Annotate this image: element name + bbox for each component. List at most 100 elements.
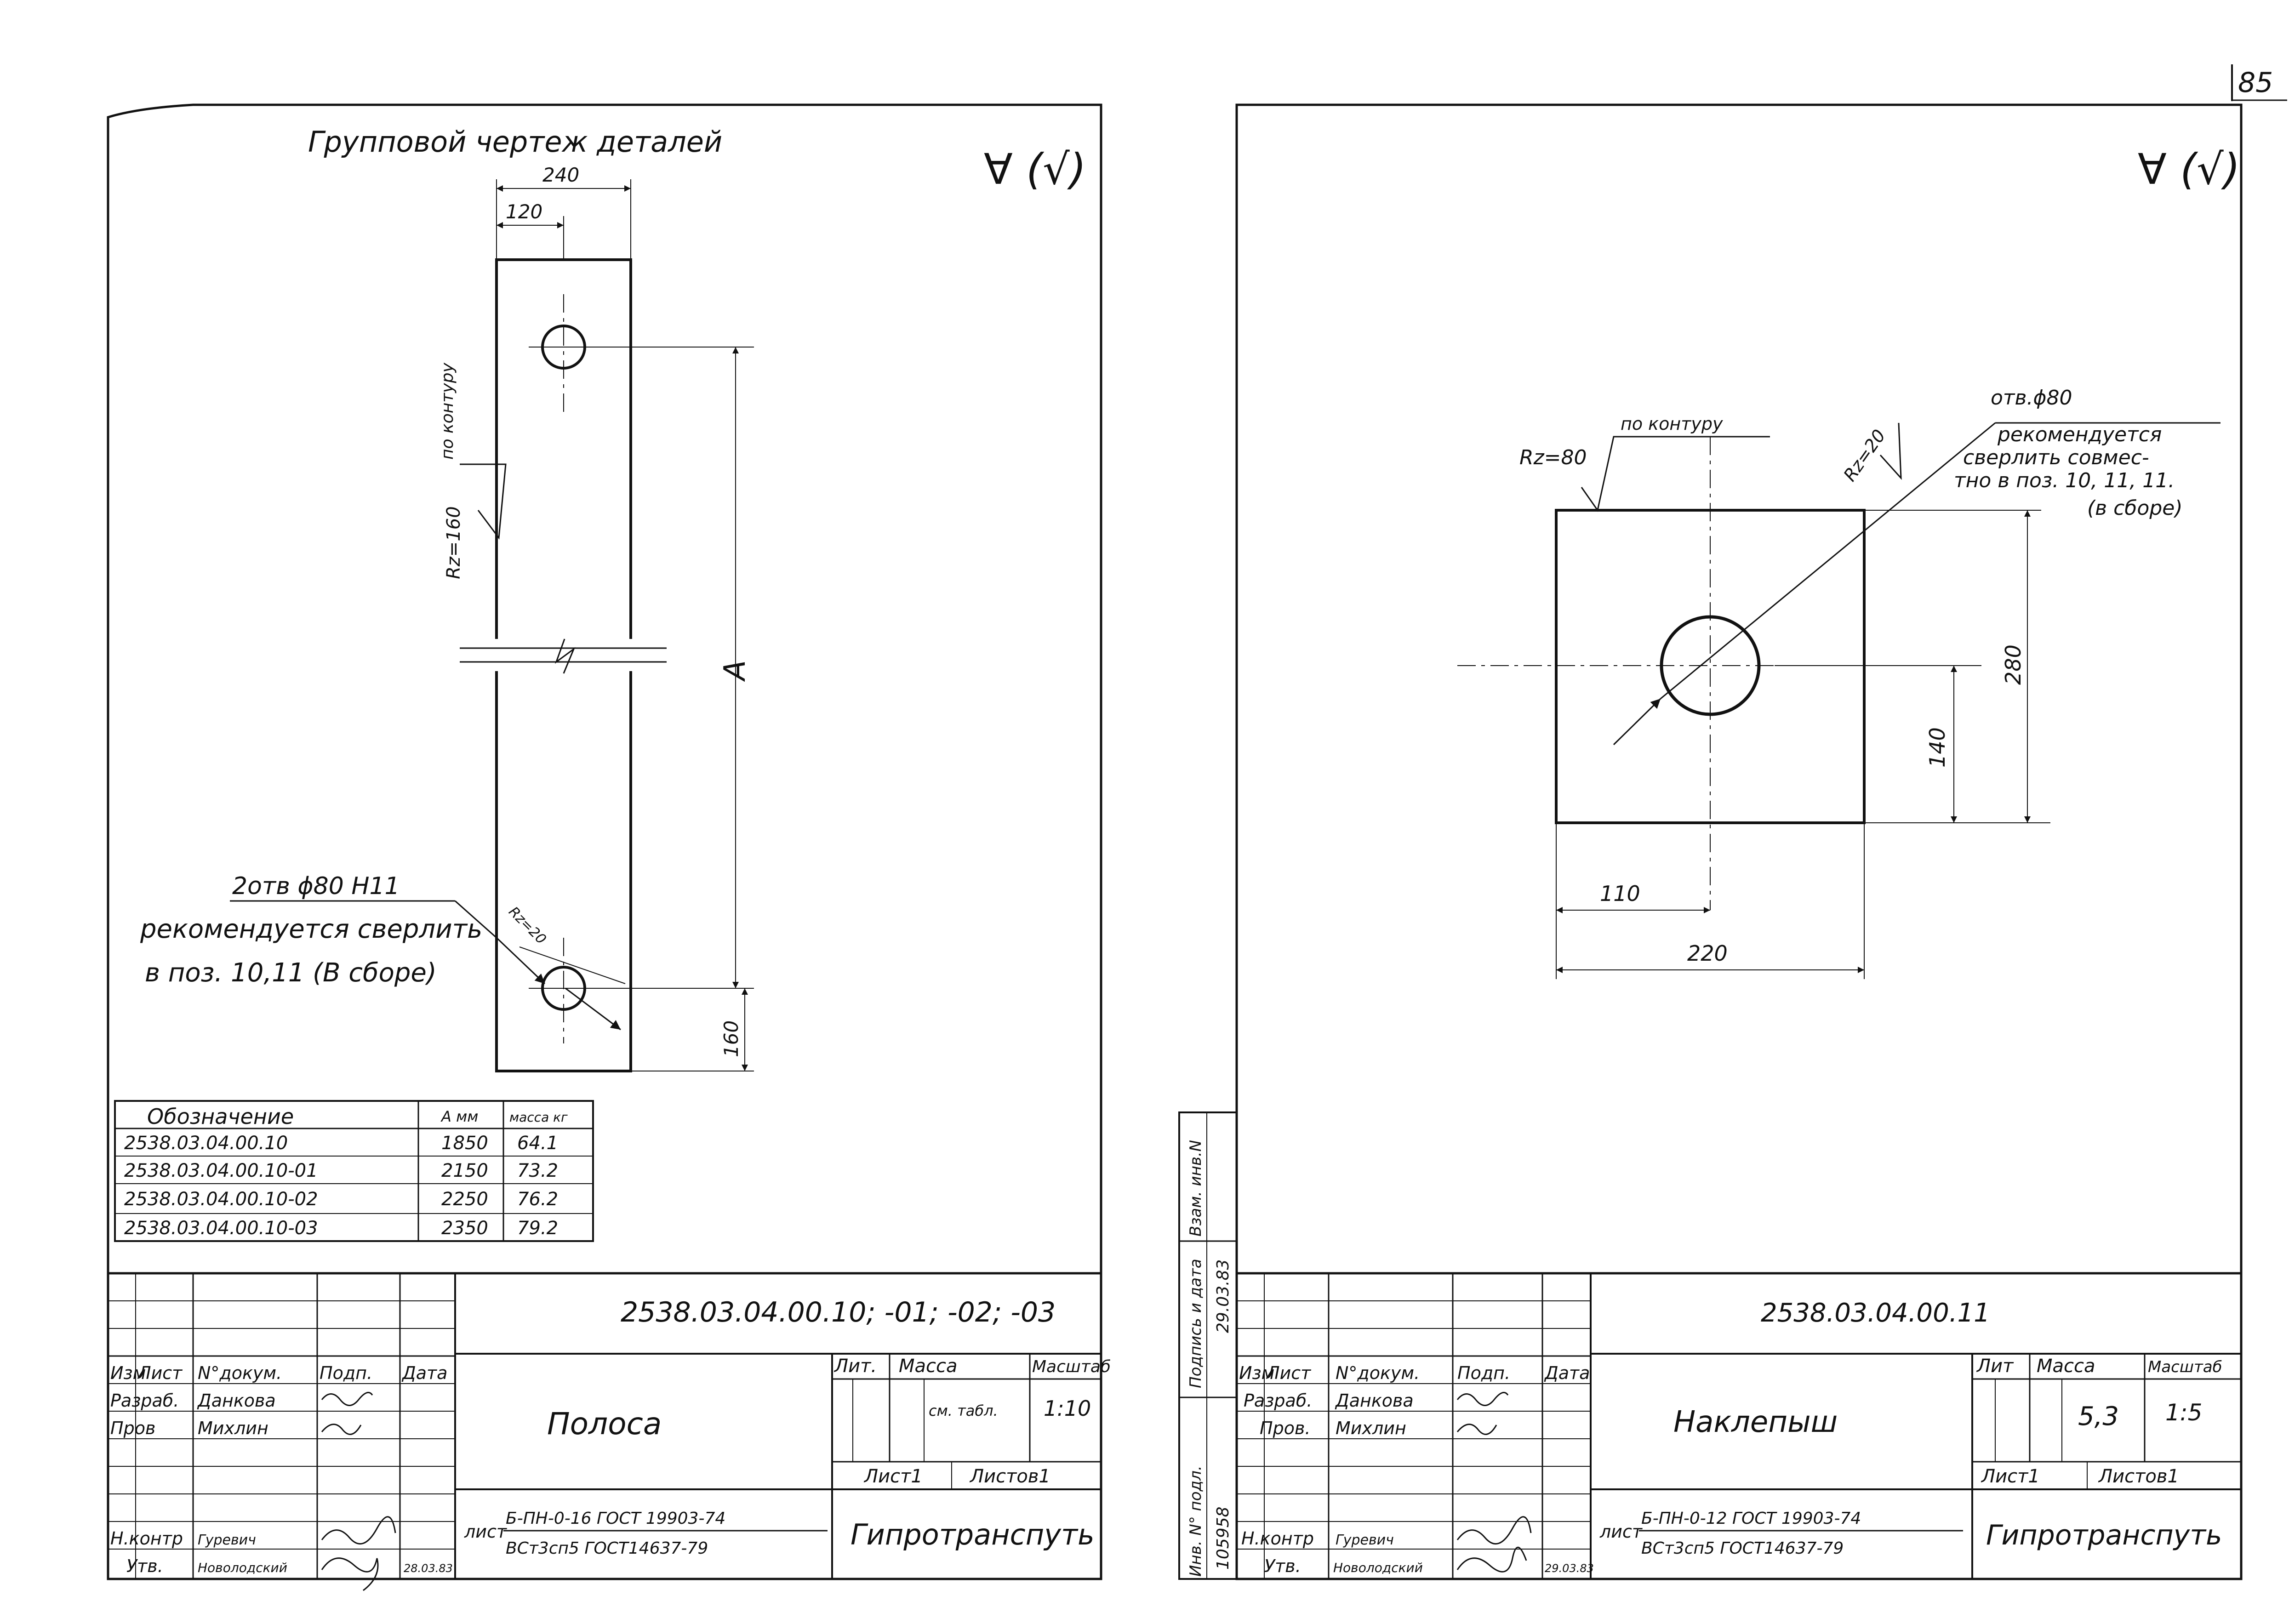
svg-text:76.2: 76.2 xyxy=(517,1189,558,1210)
hole-note-2: рекомендуется xyxy=(1997,423,2162,446)
surface-finish-mark: ∀ (√) xyxy=(2138,145,2240,194)
mass-value: см. табл. xyxy=(929,1402,998,1419)
signature-checker xyxy=(1456,1424,1497,1435)
checked-name: Михлин xyxy=(1336,1418,1406,1438)
svg-text:2538.03.04.00.10: 2538.03.04.00.10 xyxy=(124,1133,288,1154)
col-doc: N°докум. xyxy=(1336,1363,1420,1383)
variants-table: Обозначение A мм масса кг 2538.03.04.00.… xyxy=(114,1100,594,1242)
organization-name: Гипротранспуть xyxy=(851,1518,1095,1551)
svg-text:2538.03.04.00.10-01: 2538.03.04.00.10-01 xyxy=(124,1160,318,1181)
signature-norm xyxy=(321,1516,396,1545)
developed-label: Разраб. xyxy=(1244,1390,1312,1411)
svg-text:73.2: 73.2 xyxy=(517,1160,558,1181)
col-list: Лист xyxy=(137,1363,183,1383)
table-header-mass: масса кг xyxy=(509,1110,568,1125)
surface-finish-mark: ∀ (√) xyxy=(984,145,1086,194)
contour-roughness: Rz=80 xyxy=(1519,446,1587,469)
stamp-sign-date: 29.03.83 xyxy=(1214,1259,1233,1333)
material-top: Б-ПН-0-12 ГОСТ 19903-74 xyxy=(1641,1509,1861,1528)
col-izm: Изм xyxy=(1239,1363,1274,1383)
sheets-label: Листов1 xyxy=(2098,1466,2179,1487)
developed-label: Разраб. xyxy=(110,1390,179,1411)
approved-name: Новолодский xyxy=(198,1560,287,1575)
approved-label: Утв. xyxy=(1264,1556,1301,1576)
signature-developer xyxy=(321,1391,373,1406)
checked-label: Пров xyxy=(110,1418,155,1438)
svg-text:2538.03.04.00.10-02: 2538.03.04.00.10-02 xyxy=(124,1189,318,1210)
checked-label: Пров. xyxy=(1260,1418,1310,1438)
svg-text:2538.03.04.00.10-03: 2538.03.04.00.10-03 xyxy=(124,1218,318,1239)
material-prefix: лист xyxy=(1599,1521,1643,1542)
hole-note-2: рекомендуется сверлить xyxy=(140,914,482,944)
col-date: Дата xyxy=(401,1363,447,1383)
dim-length-a: A xyxy=(718,660,752,682)
part-name: Наклепыш xyxy=(1673,1405,1838,1439)
mass-value: 5,3 xyxy=(2078,1402,2119,1431)
col-doc: N°докум. xyxy=(198,1363,282,1383)
mass-label: Масса xyxy=(899,1356,958,1377)
material-prefix: лист xyxy=(464,1521,508,1542)
svg-text:64.1: 64.1 xyxy=(517,1133,558,1154)
dim-bottom: 160 xyxy=(720,1020,742,1057)
approved-date: 28.03.83 xyxy=(404,1562,453,1575)
title-block-right: 2538.03.04.00.11 Наклепыш Изм Лист N°док… xyxy=(1235,1272,2243,1580)
dim-width: 220 xyxy=(1687,941,1728,966)
table-row: 2538.03.04.00.10-03 2350 79.2 xyxy=(124,1218,558,1239)
lit-label: Лит xyxy=(1976,1356,2014,1377)
material-top: Б-ПН-0-16 ГОСТ 19903-74 xyxy=(506,1509,725,1528)
stamp-replace-label: Взам. инв.N xyxy=(1187,1140,1205,1237)
signature-checker xyxy=(321,1424,362,1435)
title-block-left: 2538.03.04.00.10; -01; -02; -03 Полоса И… xyxy=(107,1272,1111,1591)
norm-name: Гуревич xyxy=(198,1532,256,1548)
material-bottom: ВСт3сп5 ГОСТ14637-79 xyxy=(1641,1539,1844,1558)
roughness-contour: Rz=160 xyxy=(443,506,464,579)
sheet-label: Лист1 xyxy=(1981,1466,2040,1487)
col-sign: Подп. xyxy=(320,1363,372,1383)
hole-note-1: 2отв ϕ80 Н11 xyxy=(232,872,400,900)
table-row: 2538.03.04.00.10-01 2150 73.2 xyxy=(124,1160,558,1181)
col-date: Дата xyxy=(1544,1363,1590,1383)
svg-text:79.2: 79.2 xyxy=(517,1218,558,1239)
table-row: 2538.03.04.00.10-02 2250 76.2 xyxy=(124,1189,558,1210)
norm-name: Гуревич xyxy=(1336,1532,1394,1548)
signature-approver xyxy=(321,1557,379,1591)
drawing-title: Групповой чертеж деталей xyxy=(308,125,722,159)
stamp-inv-label: Инв. N° подл. xyxy=(1187,1465,1205,1577)
hole-note-1: отв.ϕ80 xyxy=(1991,386,2072,410)
scale-value: 1:10 xyxy=(1044,1396,1091,1421)
scale-label: Масштаб xyxy=(2148,1358,2222,1376)
dim-width: 240 xyxy=(542,164,579,186)
sheet-left-frame xyxy=(107,103,1102,1580)
stamp-inv-number: 105958 xyxy=(1214,1507,1233,1570)
developed-name: Данкова xyxy=(1335,1390,1414,1411)
lit-label: Лит. xyxy=(833,1356,877,1377)
mass-label: Масса xyxy=(2037,1356,2095,1377)
svg-text:1850: 1850 xyxy=(441,1133,488,1154)
hole-roughness: Rz=20 xyxy=(1839,426,1889,485)
part-name: Полоса xyxy=(547,1406,662,1442)
dim-half-width: 120 xyxy=(506,200,542,223)
checked-name: Михлин xyxy=(198,1418,268,1438)
developed-name: Данкова xyxy=(197,1390,276,1411)
break-symbol xyxy=(554,638,576,674)
side-stamp: Инв. N° подл. Подпись и дата Взам. инв.N… xyxy=(1178,1111,1238,1580)
hole-note-4: тно в поз. 10, 11, 11. xyxy=(1954,469,2175,492)
sheet-label: Лист1 xyxy=(863,1466,923,1487)
hole-note-5: (в сборе) xyxy=(2087,496,2183,520)
svg-text:2250: 2250 xyxy=(441,1189,488,1210)
signature-approver xyxy=(1456,1546,1527,1573)
signature-norm xyxy=(1456,1516,1532,1545)
approved-date: 29.03.83 xyxy=(1545,1562,1594,1575)
scale-value: 1:5 xyxy=(2165,1399,2202,1426)
table-row: 2538.03.04.00.10 1850 64.1 xyxy=(124,1133,558,1154)
organization-name: Гипротранспуть xyxy=(1986,1519,2222,1551)
col-izm: Изм xyxy=(110,1363,146,1383)
hole-note-3: сверлить совмес- xyxy=(1963,446,2149,469)
table-header-designation: Обозначение xyxy=(147,1104,294,1129)
col-list: Лист xyxy=(1266,1363,1312,1383)
contour-label: по контуру xyxy=(438,363,457,460)
sheet-left: Групповой чертеж деталей ∀ (√) 240 120 A… xyxy=(107,103,1102,1580)
norm-label: Н.контр xyxy=(1241,1528,1314,1549)
drawing-designation: 2538.03.04.00.10; -01; -02; -03 xyxy=(621,1296,1056,1328)
dim-half-width: 110 xyxy=(1600,881,1640,906)
